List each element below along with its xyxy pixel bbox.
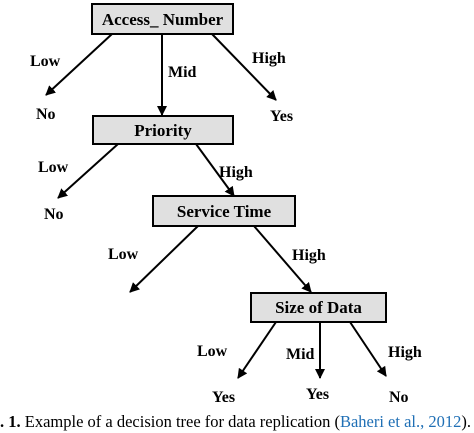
edge-arrow-size-low [237,321,277,379]
node-size-of-data: Size of Data [275,298,362,317]
decision-tree-diagram: Access_ Number Priority Service Time Siz… [30,3,422,406]
leaf-size-mid: Yes [306,386,329,403]
edge-label-size-high: High [388,344,422,361]
edge-arrow-service-low [129,225,199,293]
edge-label-access-high: High [252,50,286,67]
figure-caption: . 1. Example of a decision tree for data… [0,411,474,433]
leaf-size-low: Yes [212,389,235,406]
leaf-size-high: No [389,389,409,406]
leaf-access-high: Yes [270,108,293,125]
node-service-time: Service Time [177,202,272,221]
node-service-time-box [152,195,296,227]
edge-arrow-service-high [253,225,312,293]
edge-label-service-high: High [292,247,326,264]
edge-label-size-low: Low [197,343,228,360]
edge-label-access-mid: Mid [168,64,197,81]
edge-label-size-mid: Mid [286,346,315,363]
leaf-priority-low: No [44,206,64,223]
edge-arrow-access-low [45,33,113,96]
edge-arrow-access-high [211,33,277,101]
leaf-access-low: No [36,106,56,123]
caption-end: ). [461,412,471,431]
edge-arrow-size-high [349,321,387,377]
caption-text: Example of a decision tree for data repl… [20,412,340,431]
edge-label-access-low: Low [30,53,61,70]
node-access-number: Access_ Number [102,10,224,29]
edge-label-priority-low: Low [38,159,69,176]
node-priority-box [92,115,234,145]
edge-arrow-priority-high [195,143,235,197]
figure-number: . 1. [0,412,21,431]
edge-label-service-low: Low [108,246,139,263]
caption-citation-link[interactable]: Baheri et al., 2012 [339,412,462,431]
edge-label-priority-high: High [219,164,253,181]
edge-arrow-priority-low [57,143,119,199]
node-priority: Priority [134,121,192,140]
node-size-of-data-box [250,292,387,323]
